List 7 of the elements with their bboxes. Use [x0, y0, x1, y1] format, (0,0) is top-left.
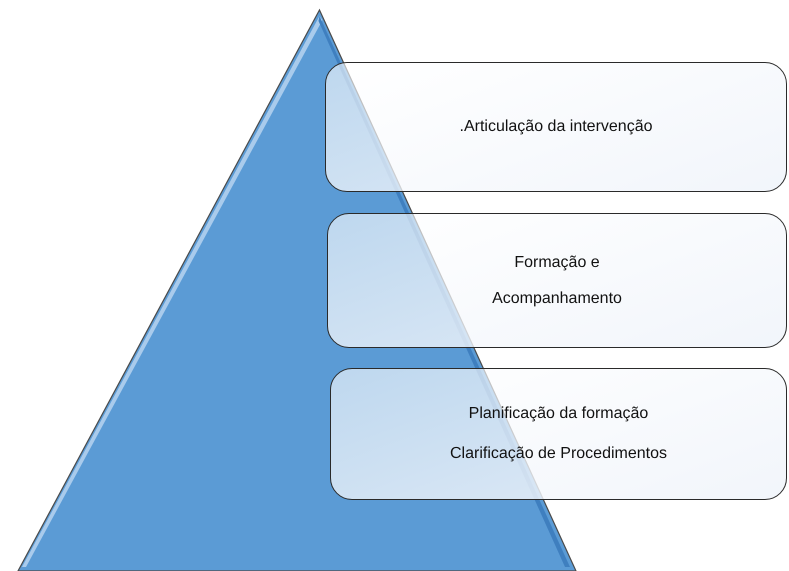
box-text: .Articulação da intervenção [460, 117, 652, 137]
box-text: Planificação da formação [468, 404, 648, 424]
text-box [330, 368, 787, 500]
box-text: Clarificação de Procedimentos [450, 444, 667, 464]
text-box [327, 213, 787, 348]
box-text: Formação e Acompanhamento [492, 252, 622, 308]
text-box [325, 62, 787, 192]
